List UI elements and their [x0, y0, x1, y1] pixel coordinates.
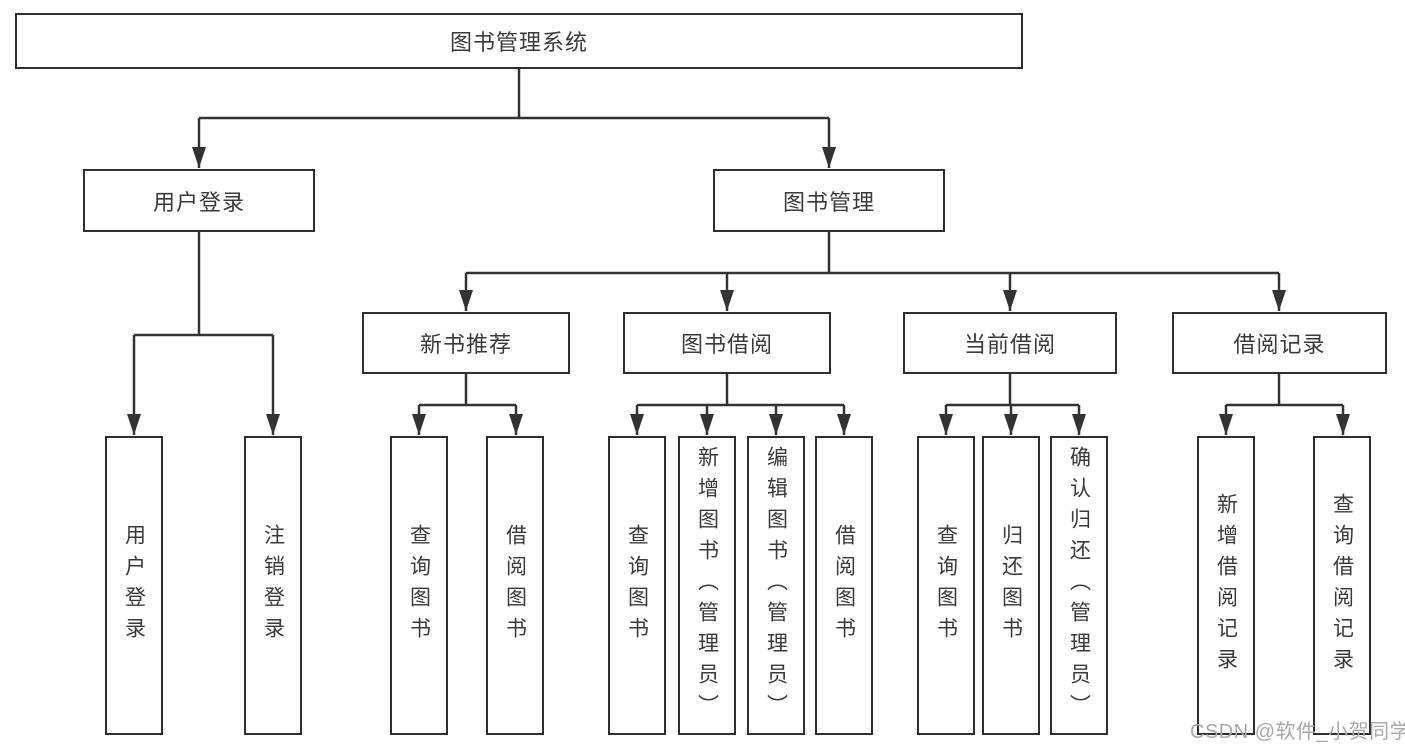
- leaf-borrow-books-recommend: 借阅图书: [486, 436, 544, 735]
- node-user-login-label: 用户登录: [152, 189, 245, 215]
- leaf-query-books-recommend-label: 查询图书: [407, 523, 431, 648]
- node-new-book-recommend-label: 新书推荐: [419, 332, 512, 357]
- node-root-system: 图书管理系统: [15, 13, 1023, 69]
- leaf-user-login: 用户登录: [105, 436, 163, 735]
- leaf-query-books-current-label: 查询图书: [934, 523, 958, 648]
- node-book-borrow-label: 图书借阅: [680, 332, 773, 357]
- node-borrow-records-label: 借阅记录: [1233, 332, 1326, 357]
- leaf-add-book-admin: 新增图书（管理员）: [678, 436, 736, 735]
- leaf-confirm-return-admin: 确认归还（管理员）: [1050, 436, 1108, 735]
- leaf-confirm-return-admin-label: 确认归还（管理员）: [1067, 446, 1091, 725]
- node-current-borrow: 当前借阅: [903, 312, 1117, 374]
- node-book-management: 图书管理: [713, 169, 945, 232]
- node-new-book-recommend: 新书推荐: [362, 312, 570, 374]
- leaf-user-login-label: 用户登录: [122, 523, 146, 648]
- leaf-logout: 注销登录: [244, 436, 302, 735]
- leaf-add-borrow-record-label: 新增借阅记录: [1214, 492, 1238, 679]
- node-root-label: 图书管理系统: [449, 30, 588, 55]
- tree-wires: [127, 68, 1350, 435]
- leaf-query-books-current: 查询图书: [917, 436, 975, 735]
- leaf-edit-book-admin-label: 编辑图书（管理员）: [764, 446, 788, 725]
- leaf-borrow-books-borrow: 借阅图书: [815, 436, 873, 735]
- csdn-watermark: CSDN @软件_小贺同学: [1190, 721, 1405, 743]
- leaf-query-books-borrow: 查询图书: [608, 436, 666, 735]
- leaf-query-borrow-record-label: 查询借阅记录: [1330, 492, 1354, 679]
- leaf-query-books-borrow-label: 查询图书: [625, 523, 649, 648]
- leaf-borrow-books-borrow-label: 借阅图书: [832, 523, 856, 648]
- leaf-return-book: 归还图书: [982, 436, 1040, 735]
- leaf-add-borrow-record: 新增借阅记录: [1197, 436, 1255, 735]
- leaf-add-book-admin-label: 新增图书（管理员）: [695, 446, 719, 725]
- node-book-borrow: 图书借阅: [623, 312, 831, 374]
- node-current-borrow-label: 当前借阅: [963, 332, 1056, 357]
- leaf-edit-book-admin: 编辑图书（管理员）: [747, 436, 805, 735]
- leaf-query-borrow-record: 查询借阅记录: [1313, 436, 1371, 735]
- node-book-management-label: 图书管理: [782, 189, 875, 215]
- leaf-logout-label: 注销登录: [261, 523, 285, 648]
- leaf-query-books-recommend: 查询图书: [390, 436, 448, 735]
- leaf-borrow-books-recommend-label: 借阅图书: [503, 523, 527, 648]
- arrow-icons: [127, 118, 1350, 435]
- node-borrow-records: 借阅记录: [1172, 312, 1387, 374]
- node-user-login: 用户登录: [83, 169, 315, 232]
- leaf-return-book-label: 归还图书: [999, 523, 1023, 648]
